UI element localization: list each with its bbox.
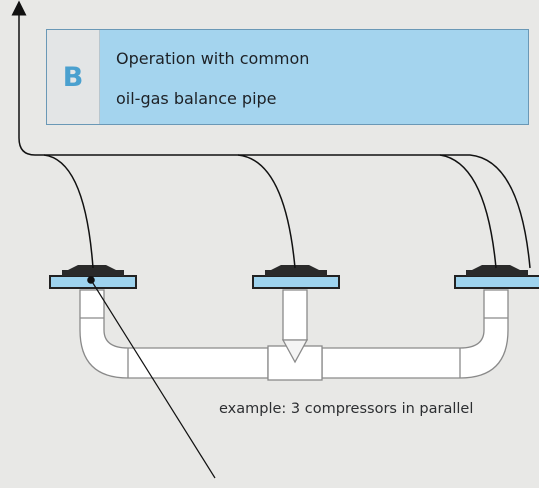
panel-line-2: oil-gas balance pipe (116, 89, 277, 108)
flange-right (454, 265, 539, 289)
wire-right (439, 154, 497, 269)
leader-line (90, 279, 216, 479)
example-caption: example: 3 compressors in parallel (219, 401, 474, 417)
flange-left (49, 265, 137, 289)
leader-dot (87, 276, 95, 284)
wire-left (43, 154, 94, 269)
panel-letter: B (62, 61, 84, 93)
panel-line-1: Operation with common (116, 49, 310, 68)
pipe-right-elbow (321, 289, 509, 379)
panel-letter-box: B (47, 30, 100, 124)
wire-middle (237, 154, 296, 269)
flange-middle (252, 265, 340, 289)
info-panel: B Operation with common oil-gas balance … (46, 29, 529, 125)
balance-pipe (79, 289, 509, 381)
pipe-tee-cone (281, 339, 309, 364)
wire-main-up (11, 0, 531, 269)
pipe-middle-down (282, 289, 308, 341)
pipe-left-elbow (79, 289, 269, 379)
